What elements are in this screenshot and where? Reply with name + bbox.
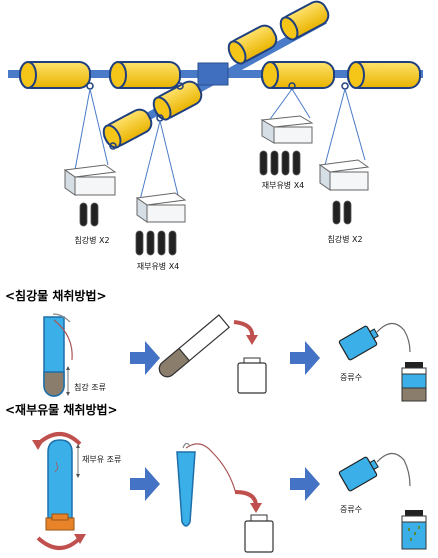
resusp-tube — [45, 439, 75, 531]
wash-bottle — [338, 456, 379, 492]
center-connector — [197, 62, 229, 86]
buoy — [102, 108, 153, 149]
trap-box — [63, 164, 117, 196]
trap-box — [260, 115, 314, 144]
arrow-right-icon — [130, 341, 160, 375]
buoy — [227, 24, 278, 65]
buoy — [19, 61, 91, 89]
beaker — [237, 357, 267, 394]
buoy — [261, 61, 335, 89]
sediment-method-heading: <침강물 채취방법> — [5, 288, 107, 303]
result-jar — [401, 510, 427, 550]
rotate-arrow-icon — [36, 536, 82, 550]
sediment-bottles-right — [332, 200, 352, 225]
tilted-sediment-tube — [158, 314, 231, 378]
trap-box — [135, 192, 187, 223]
resuspension-method-heading: <재부유물 채취방법> — [5, 402, 118, 417]
trap-box — [318, 159, 370, 191]
resusp-tube-label: 재부유 조류 — [82, 455, 121, 464]
sediment-x2-right-label: 침강병 X2 — [327, 234, 362, 244]
distilled-water-label: 증류수 — [340, 505, 362, 514]
pipette-tube — [176, 442, 237, 527]
sediment-tube-label: 침강 조류 — [74, 382, 106, 392]
arrow-right-icon — [290, 341, 320, 375]
mooring-frame: 침강병 X2 재부유병 X4 재부유병 X4 침강병 X2 — [8, 0, 423, 271]
sediment-x2-left-label: 침강병 X2 — [74, 235, 109, 245]
hook-rings — [86, 82, 349, 150]
sediment-method-panel: 침강 조류 증류수 — [43, 313, 427, 402]
resusp-bottles-right — [259, 150, 301, 176]
buoy — [109, 61, 181, 89]
resusp-x4-right-label: 재부유병 X4 — [262, 181, 305, 190]
arrow-right-icon — [290, 467, 320, 501]
resuspension-method-panel: 재부유 조류 증류수 — [32, 432, 427, 553]
suspension-lines — [74, 88, 366, 201]
result-jar — [401, 362, 427, 402]
buoy — [347, 61, 421, 89]
buoy — [152, 80, 203, 121]
resusp-x4-center-label: 재부유병 X4 — [137, 262, 180, 271]
distilled-water-label: 증류수 — [340, 373, 362, 382]
sediment-bottles-left — [79, 202, 99, 227]
buoy — [279, 0, 330, 41]
resusp-bottles-center — [135, 230, 177, 256]
arrow-right-icon — [130, 467, 160, 501]
wash-bottle — [338, 325, 379, 361]
beaker — [244, 514, 274, 553]
sediment-tube — [43, 313, 73, 397]
